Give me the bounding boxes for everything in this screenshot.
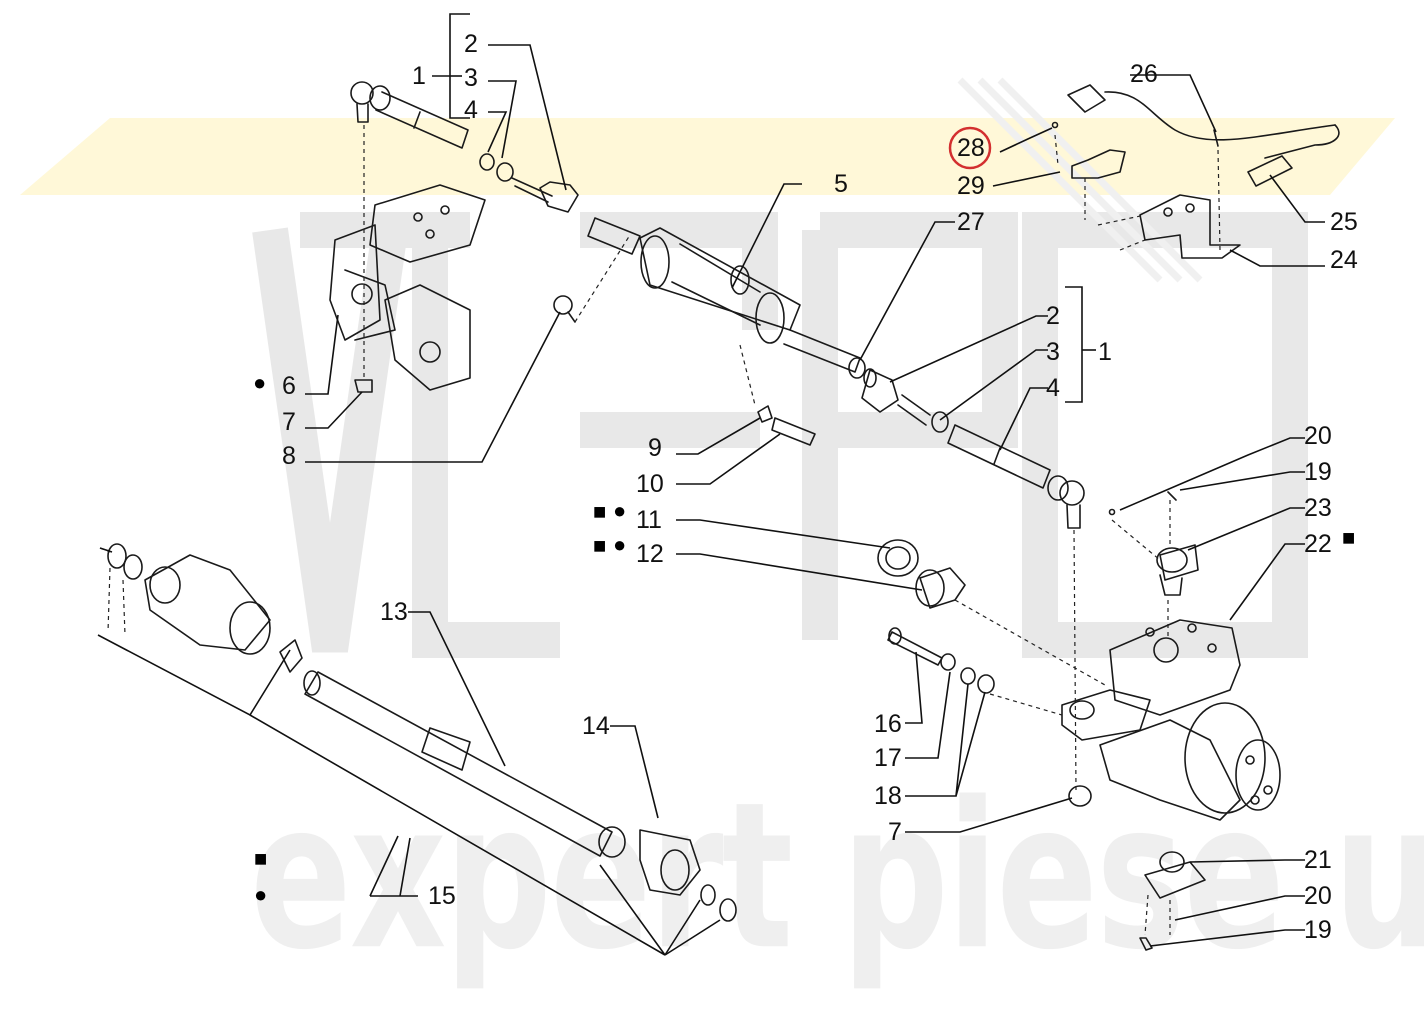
- label-part-2-lower: 2: [1046, 302, 1060, 330]
- label-part-2-upper: 2: [464, 30, 478, 58]
- label-part-29: 29: [957, 172, 985, 200]
- label-part-27: 27: [957, 208, 985, 236]
- label-part-23: 23: [1304, 494, 1332, 522]
- highlight-ring: [948, 126, 992, 170]
- label-part-24: 24: [1330, 246, 1358, 274]
- label-part-3-upper: 3: [464, 64, 478, 92]
- square-marker-11: ■: [593, 499, 607, 524]
- label-part-7-lower: 7: [888, 818, 902, 846]
- axle-lower: [107, 543, 737, 922]
- circle-marker-15: ●: [254, 882, 268, 907]
- label-part-15: 15: [428, 882, 456, 910]
- label-part-5: 5: [834, 170, 848, 198]
- label-part-28[interactable]: 28: [957, 134, 985, 162]
- circle-marker-12: ●: [613, 532, 627, 557]
- bolts: [757, 405, 995, 694]
- label-part-22: 22: [1304, 530, 1332, 558]
- sensor-assembly: [1051, 84, 1340, 259]
- label-part-4-upper: 4: [464, 96, 478, 124]
- label-part-16: 16: [874, 710, 902, 738]
- label-part-8: 8: [282, 442, 296, 470]
- label-part-21: 21: [1304, 846, 1332, 874]
- watermark-stripes: [957, 77, 1203, 283]
- label-part-13: 13: [380, 598, 408, 626]
- label-part-20-lower: 20: [1304, 882, 1332, 910]
- label-part-19-lower: 19: [1304, 916, 1332, 944]
- bearings: [877, 539, 966, 609]
- tie-rod-left: [350, 81, 641, 255]
- knuckle-right: [1061, 491, 1281, 951]
- label-part-9: 9: [648, 434, 662, 462]
- label-part-3-lower: 3: [1046, 338, 1060, 366]
- square-marker-22: ■: [1342, 525, 1356, 550]
- label-part-10: 10: [636, 470, 664, 498]
- leader-lines: [97, 13, 1325, 956]
- assembly-lines: [99, 125, 1221, 936]
- watermark-shapes: [252, 212, 1308, 658]
- label-part-11: 11: [636, 506, 662, 534]
- watermark-text: expert piese utilaje: [250, 760, 1424, 995]
- label-part-6: 6: [282, 372, 296, 400]
- square-marker-15: ■: [254, 846, 268, 871]
- label-part-26: 26: [1130, 60, 1158, 88]
- label-part-1-upper: 1: [412, 62, 426, 90]
- label-part-1-lower: 1: [1098, 338, 1112, 366]
- knuckle-left: [329, 184, 576, 393]
- label-part-14: 14: [582, 712, 610, 740]
- label-part-7-upper: 7: [282, 408, 296, 436]
- label-part-4-lower: 4: [1046, 374, 1060, 402]
- label-part-19-upper: 19: [1304, 458, 1332, 486]
- steering-cylinder: [639, 227, 1085, 529]
- label-part-17: 17: [874, 744, 902, 772]
- circle-marker-11: ●: [613, 498, 627, 523]
- square-marker-12: ■: [593, 533, 607, 558]
- label-part-12: 12: [636, 540, 664, 568]
- label-part-20-upper: 20: [1304, 422, 1332, 450]
- label-part-18: 18: [874, 782, 902, 810]
- circle-marker-6: ●: [253, 370, 267, 395]
- label-part-25: 25: [1330, 208, 1358, 236]
